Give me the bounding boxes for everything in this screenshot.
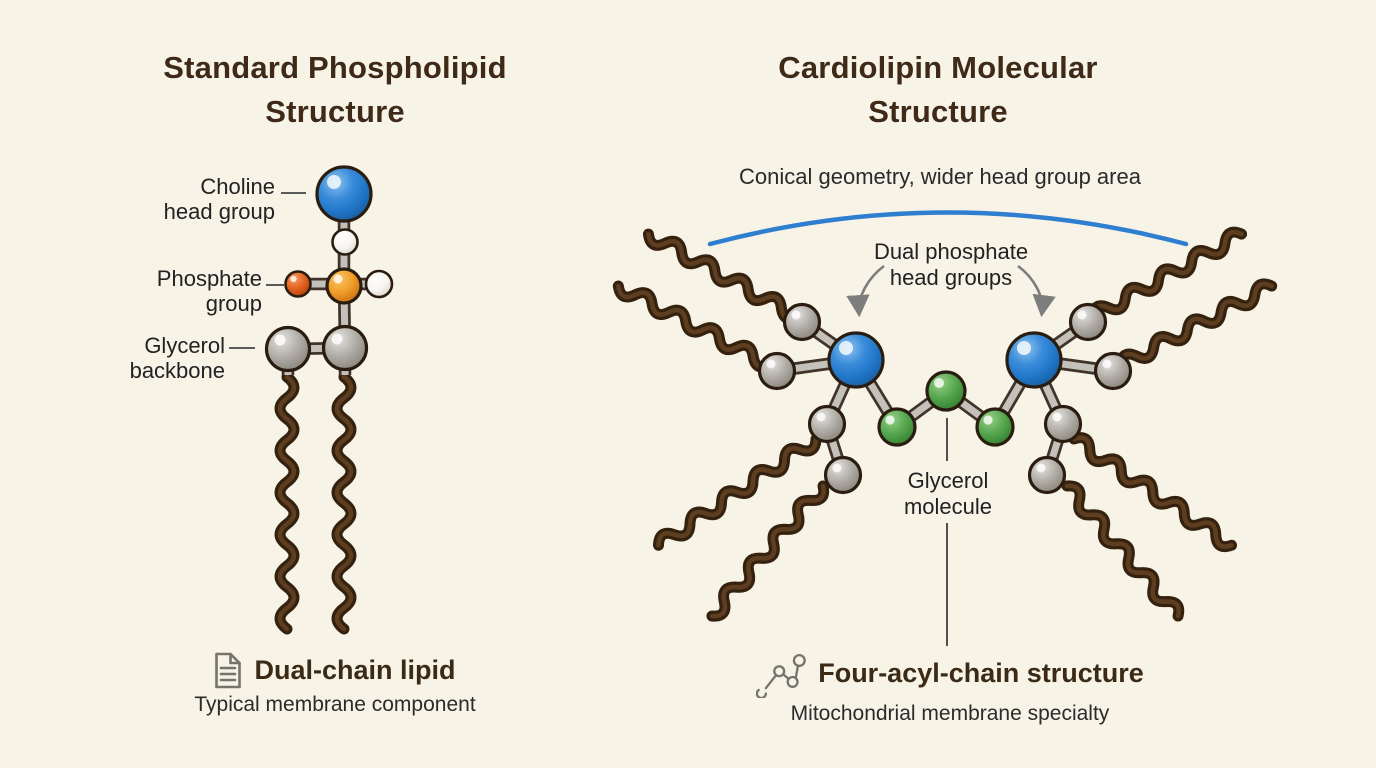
phosphate-sphere	[325, 267, 363, 305]
conical-geometry-annotation: Conical geometry, wider head group area	[739, 164, 1141, 189]
left-caption-row: Dual-chain lipid	[140, 652, 530, 689]
hydrogen-sphere-top	[331, 228, 359, 256]
choline-sphere	[315, 165, 373, 223]
left-panel-title: Standard Phospholipid Structure	[163, 50, 507, 129]
phosphate-sphere-right	[1005, 331, 1063, 389]
glycerol-backbone-label: Glycerol backbone	[129, 333, 225, 383]
choline-head-group-label: Choline head group	[163, 174, 275, 224]
arrow-to-right-phosphate	[1017, 264, 1056, 318]
glycerol-spheres	[877, 370, 1015, 447]
phosphate-sphere-left	[827, 331, 885, 389]
right-caption-subheading: Mitochondrial membrane specialty	[790, 702, 1110, 725]
left-caption: Dual-chain lipid Typical membrane compon…	[140, 652, 530, 717]
right-caption-row: Four-acyl-chain structure	[700, 648, 1200, 698]
carbon-spheres	[757, 302, 1133, 495]
arrow-to-left-phosphate	[846, 264, 885, 318]
glycerol-molecule-label: Glycerol molecule	[903, 468, 993, 519]
acyl-chain-right	[337, 377, 351, 629]
acyl-chain-left	[280, 377, 294, 629]
standard-phospholipid-molecule	[229, 165, 394, 629]
document-icon	[215, 652, 242, 689]
glycerol-carbon-left	[264, 325, 312, 373]
conical-arc	[707, 210, 1189, 247]
cardiolipin-molecule	[615, 210, 1274, 646]
right-caption: Four-acyl-chain structure Mitochondrial …	[700, 648, 1200, 726]
left-caption-heading: Dual-chain lipid	[254, 655, 456, 685]
right-panel-title: Cardiolipin Molecular Structure	[778, 50, 1098, 129]
left-caption-subheading: Typical membrane component	[194, 693, 476, 716]
dual-phosphate-label: Dual phosphate head groups	[873, 239, 1029, 290]
oxygen-sphere	[284, 270, 312, 298]
molecule-chain-icon	[756, 653, 807, 698]
phosphate-group-label: Phosphate group	[156, 266, 262, 316]
label-connectors	[229, 192, 306, 349]
right-caption-heading: Four-acyl-chain structure	[818, 657, 1144, 688]
glycerol-carbon-right	[321, 324, 369, 372]
acyl-chain-lower-right-1	[1070, 434, 1235, 551]
hydrogen-sphere-right	[364, 269, 394, 299]
